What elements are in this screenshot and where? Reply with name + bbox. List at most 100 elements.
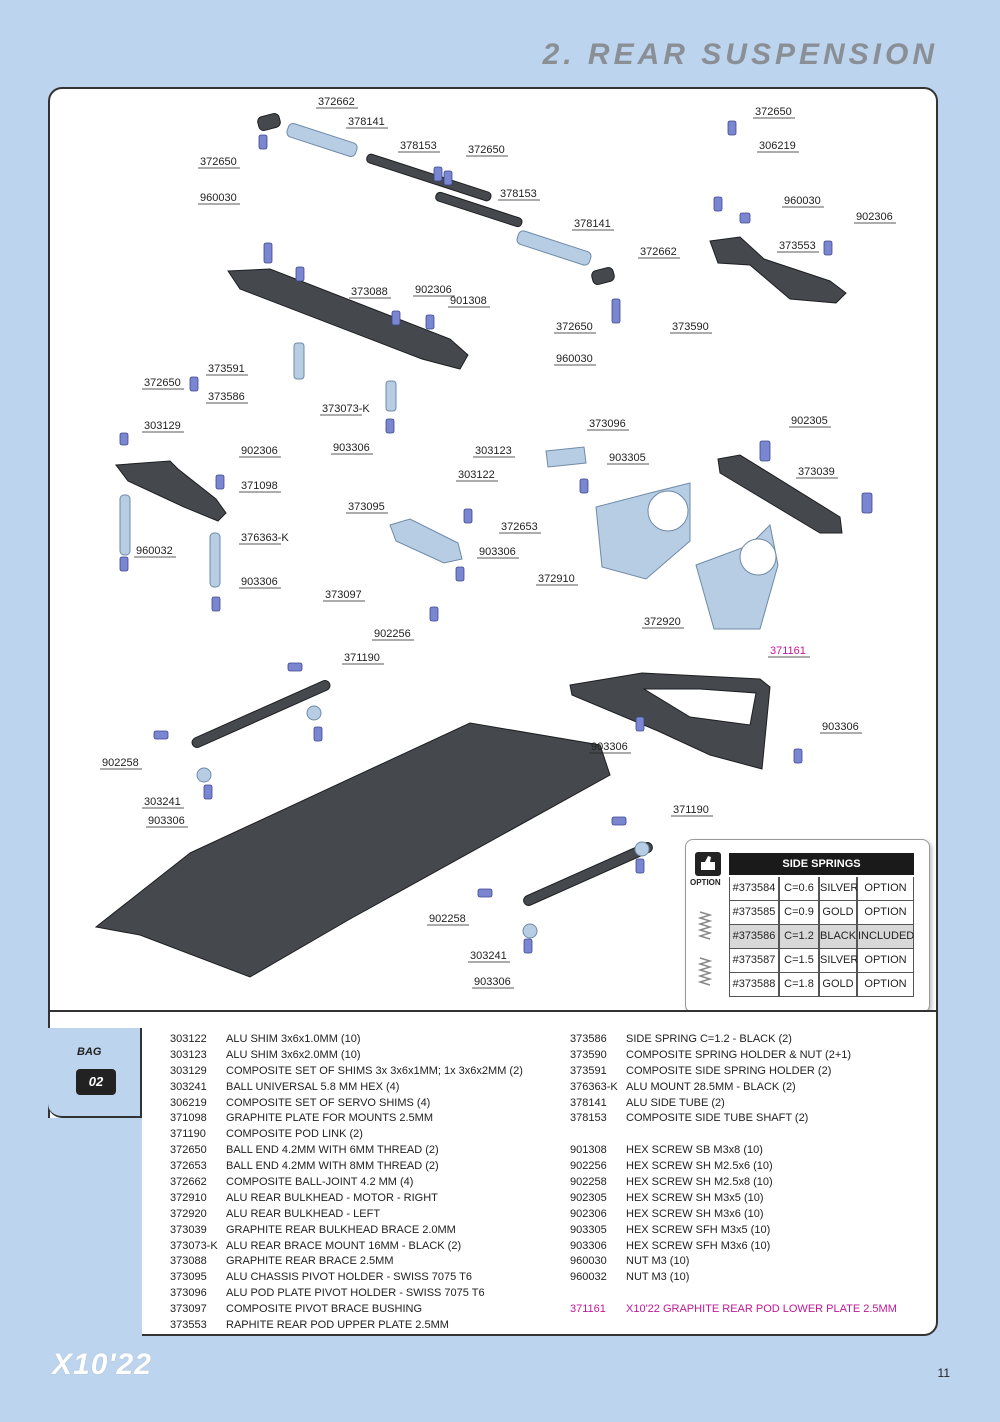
part-description: COMPOSITE SPRING HOLDER & NUT (2+1) [626, 1048, 852, 1061]
part-number: 372653 [170, 1160, 207, 1173]
part-description: HEX SCREW SH M3x6 (10) [626, 1207, 764, 1220]
part-number: 373095 [170, 1271, 207, 1284]
part-number: 306219 [170, 1096, 207, 1109]
callout-label: 902306 [856, 211, 893, 223]
callout-label: 373039 [798, 466, 835, 478]
callout-label: 372662 [640, 246, 677, 258]
callout-label: 371098 [241, 480, 278, 492]
part-number: 373097 [170, 1303, 207, 1316]
part-number: 903306 [570, 1239, 607, 1252]
callout-label: 372653 [501, 521, 538, 533]
bag-label: BAG [77, 1046, 102, 1058]
part-description: ALU SHIM 3x6x1.0MM (10) [226, 1033, 361, 1045]
part-number: 372910 [170, 1191, 207, 1204]
side-springs-title: SIDE SPRINGS [729, 853, 914, 875]
part-number: 303241 [170, 1080, 207, 1093]
bag-number: 02 [76, 1069, 116, 1095]
graphite-plate-for-mounts [115, 460, 227, 588]
callout-label: 378153 [500, 188, 537, 200]
spring-icon [698, 957, 712, 986]
callout-label: 960030 [556, 353, 593, 365]
callout-label: 372920 [644, 616, 681, 628]
parts-row: 303122 ALU SHIM 3x6x1.0MM (10) [170, 1032, 523, 1048]
page-title: 2. REAR SUSPENSION [542, 38, 938, 71]
callout-label: 903306 [333, 442, 370, 454]
callout-label: 306219 [759, 140, 796, 152]
callout-label: 372662 [318, 96, 355, 108]
parts-row [570, 1286, 897, 1302]
callout-label: 903306 [822, 721, 859, 733]
callout-label: 903306 [479, 546, 516, 558]
part-number: 373073-K [170, 1239, 218, 1252]
callout-label: 373073-K [322, 403, 370, 415]
rear-pod-upper-plate [709, 236, 847, 304]
callout-label: 303129 [144, 420, 181, 432]
part-description: COMPOSITE PIVOT BRACE BUSHING [226, 1303, 422, 1316]
part-number: 902306 [570, 1207, 607, 1220]
callout-label: 303241 [144, 796, 181, 808]
callout-label: 378141 [574, 218, 611, 230]
part-number: 373088 [170, 1255, 207, 1268]
callout-label: 903306 [241, 576, 278, 588]
callout-label: 376363-K [241, 532, 289, 544]
callout-label: 371190 [344, 652, 380, 664]
callout-label: 303241 [470, 950, 507, 962]
callout-label: 303123 [475, 445, 512, 457]
part-description: ALU SHIM 3x6x2.0MM (10) [226, 1048, 361, 1061]
part-number: 373590 [570, 1048, 607, 1061]
part-description: ALU SIDE TUBE (2) [626, 1096, 725, 1109]
callout-label: 373590 [672, 321, 709, 333]
part-description: COMPOSITE POD LINK (2) [226, 1128, 363, 1141]
part-number: 376363-K [570, 1080, 618, 1093]
callout-label: 373591 [208, 363, 245, 375]
callout-label: 372650 [200, 156, 237, 168]
callout-label: 373553 [779, 240, 816, 252]
callout-label: 902256 [374, 628, 411, 640]
part-number: 902305 [570, 1191, 607, 1204]
callout-label: 903306 [591, 741, 628, 753]
parts-row: 903306 HEX SCREW SFH M3x6 (10) [570, 1239, 897, 1255]
part-description: HEX SCREW SFH M3x6 (10) [626, 1239, 771, 1252]
callout-label: 371190 [673, 804, 709, 816]
part-number: 902258 [570, 1176, 607, 1189]
callout-label: 373096 [589, 418, 626, 430]
part-number [570, 1286, 626, 1302]
parts-row: 902306 HEX SCREW SH M3x6 (10) [570, 1207, 897, 1223]
callout-label: 903305 [609, 452, 646, 464]
part-description: BALL END 4.2MM WITH 6MM THREAD (2) [226, 1144, 439, 1157]
part-description: COMPOSITE BALL-JOINT 4.2 MM (4) [226, 1176, 414, 1189]
part-number: 303122 [170, 1033, 207, 1045]
part-description: COMPOSITE SIDE TUBE SHAFT (2) [626, 1112, 809, 1125]
part-number: 303129 [170, 1064, 207, 1077]
part-number: 371161 [570, 1303, 606, 1316]
callout-label: 373095 [348, 501, 385, 513]
part-description: COMPOSITE SET OF SERVO SHIMS (4) [226, 1096, 431, 1109]
callout-label: 373097 [325, 589, 362, 601]
product-logo: X10'22 [52, 1348, 152, 1381]
callout-label: 960030 [784, 195, 821, 207]
callout-label: 372650 [468, 144, 505, 156]
part-number: 903305 [570, 1223, 607, 1236]
callout-label: 371161 [770, 645, 806, 657]
part-number: 373553 [170, 1319, 207, 1332]
callout-label: 903306 [148, 815, 185, 827]
